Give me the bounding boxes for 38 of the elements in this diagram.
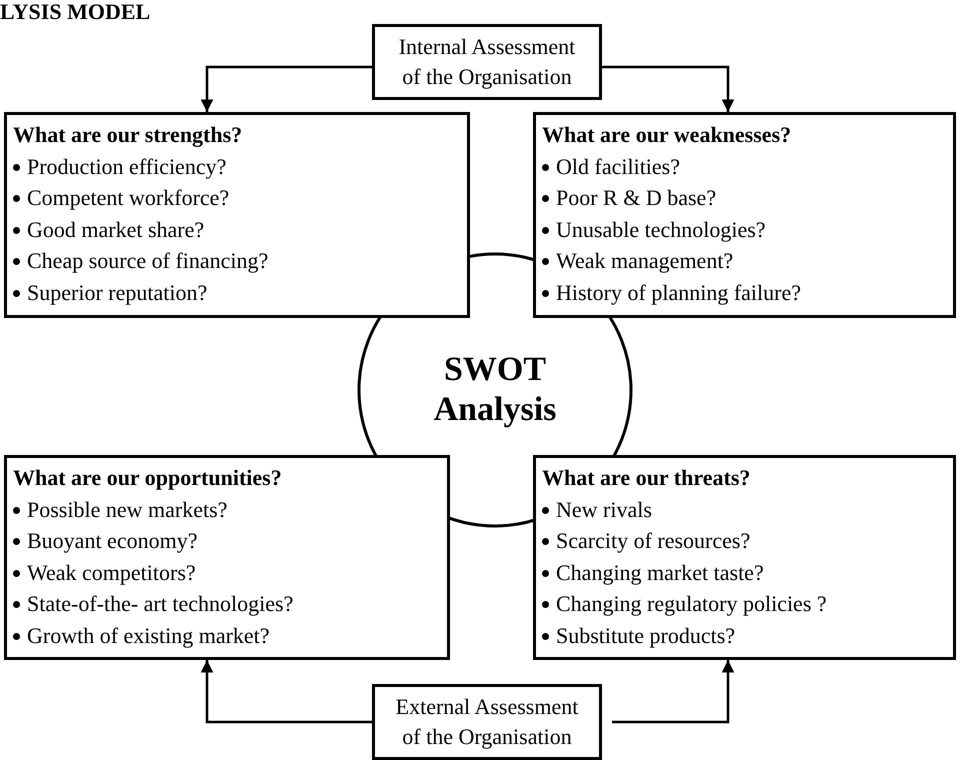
bullet-item: Poor R & D base? — [542, 182, 947, 214]
box-heading: What are our threats? — [542, 464, 752, 492]
box-heading: What are our strengths? — [13, 121, 244, 149]
arrow — [200, 660, 372, 724]
bullet-item: Good market share? — [13, 214, 461, 245]
question-box — [533, 112, 956, 318]
arrow — [612, 660, 734, 724]
box-heading: What are our weaknesses? — [542, 121, 792, 149]
bullet-item: History of planning failure? — [542, 276, 947, 308]
bullet-item: Substitute products? — [542, 620, 947, 651]
bullet-item: Buoyant economy? — [13, 525, 441, 556]
assessment-box — [372, 684, 602, 760]
bullet-item: Possible new markets? — [13, 494, 441, 525]
arrow — [200, 66, 372, 112]
title: LYSIS MODEL — [0, 0, 150, 24]
question-box — [533, 455, 956, 660]
box-label: External Assessment of the Organisation — [394, 693, 580, 751]
box-label: Internal Assessment of the Organisation — [398, 33, 576, 91]
bullet-item: Old facilities? — [542, 150, 947, 182]
bullet-item: Changing regulatory policies ? — [542, 588, 947, 620]
bullet-item: Competent workforce? — [13, 182, 461, 214]
bullet-item: Scarcity of resources? — [542, 525, 947, 556]
arrow — [602, 66, 734, 112]
bullet-item: New rivals — [542, 494, 947, 525]
bullet-item: Weak competitors? — [13, 556, 441, 588]
bullet-item: Superior reputation? — [13, 276, 461, 308]
bullet-item: Growth of existing market? — [13, 620, 441, 651]
bullet-item: Changing market taste? — [542, 556, 947, 588]
bullet-item: Weak management? — [542, 245, 947, 276]
bullet-item: Production efficiency? — [13, 150, 461, 182]
question-box — [4, 455, 450, 660]
assessment-box — [372, 24, 602, 100]
bullet-item: Unusable technologies? — [542, 214, 947, 245]
bullet-item: Cheap source of financing? — [13, 245, 461, 276]
center-title: SWOT Analysis — [432, 350, 558, 430]
bullet-item: State-of-the- art technologies? — [13, 588, 441, 620]
question-box — [4, 112, 470, 318]
box-heading: What are our opportunities? — [13, 464, 283, 492]
